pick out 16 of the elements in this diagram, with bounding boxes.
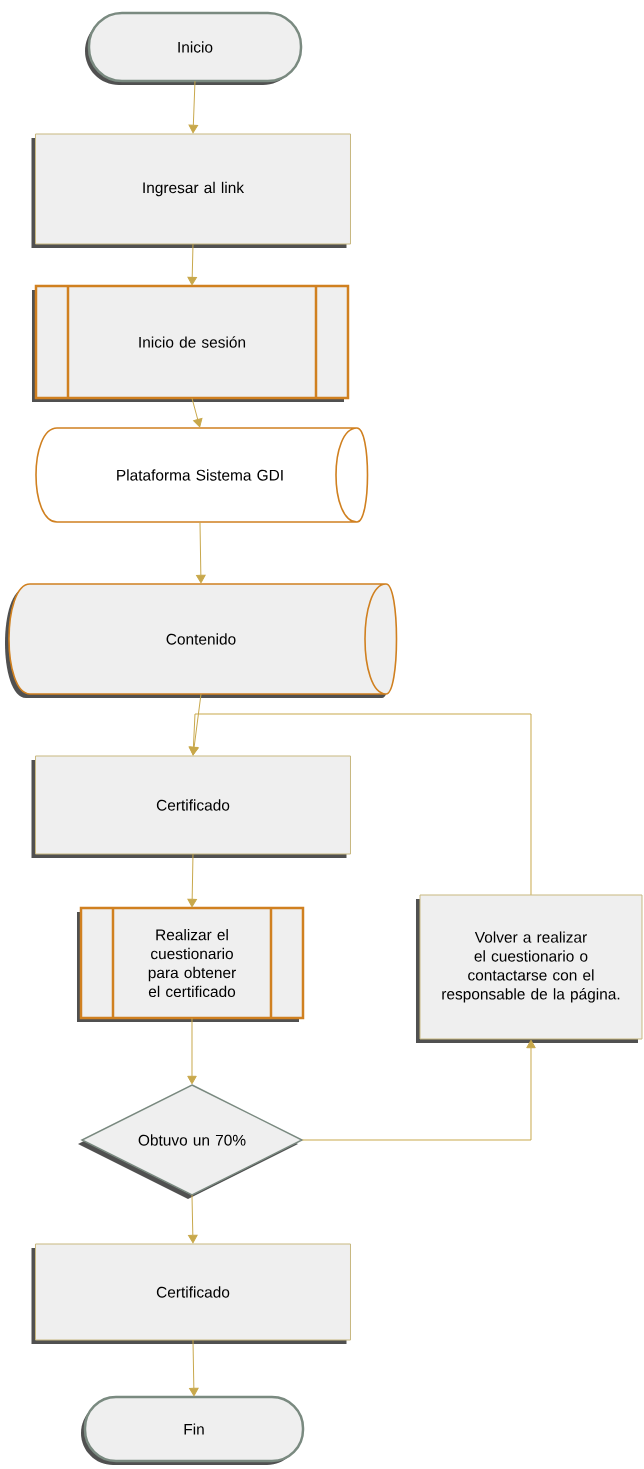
process-box: Certificado — [31, 1243, 351, 1344]
arrow — [196, 521, 206, 584]
process-box: Volver a realizar el cuestionario o contactarse con el responsable de la página. — [416, 894, 643, 1043]
arrow — [188, 80, 199, 134]
arrow — [188, 713, 532, 896]
arrow — [301, 1039, 536, 1141]
subprocess-box: Inicio de sesión — [32, 284, 350, 402]
arrow — [187, 1017, 197, 1085]
arrow — [188, 1194, 198, 1244]
arrow — [187, 853, 197, 908]
arrow — [191, 397, 203, 428]
process-box: Certificado — [31, 755, 351, 858]
subprocess-box: Realizar el cuestionario para obtener el certificado — [77, 906, 305, 1022]
arrow — [187, 243, 197, 286]
arrow — [189, 1339, 199, 1397]
process-box: Ingresar al link — [31, 133, 351, 248]
